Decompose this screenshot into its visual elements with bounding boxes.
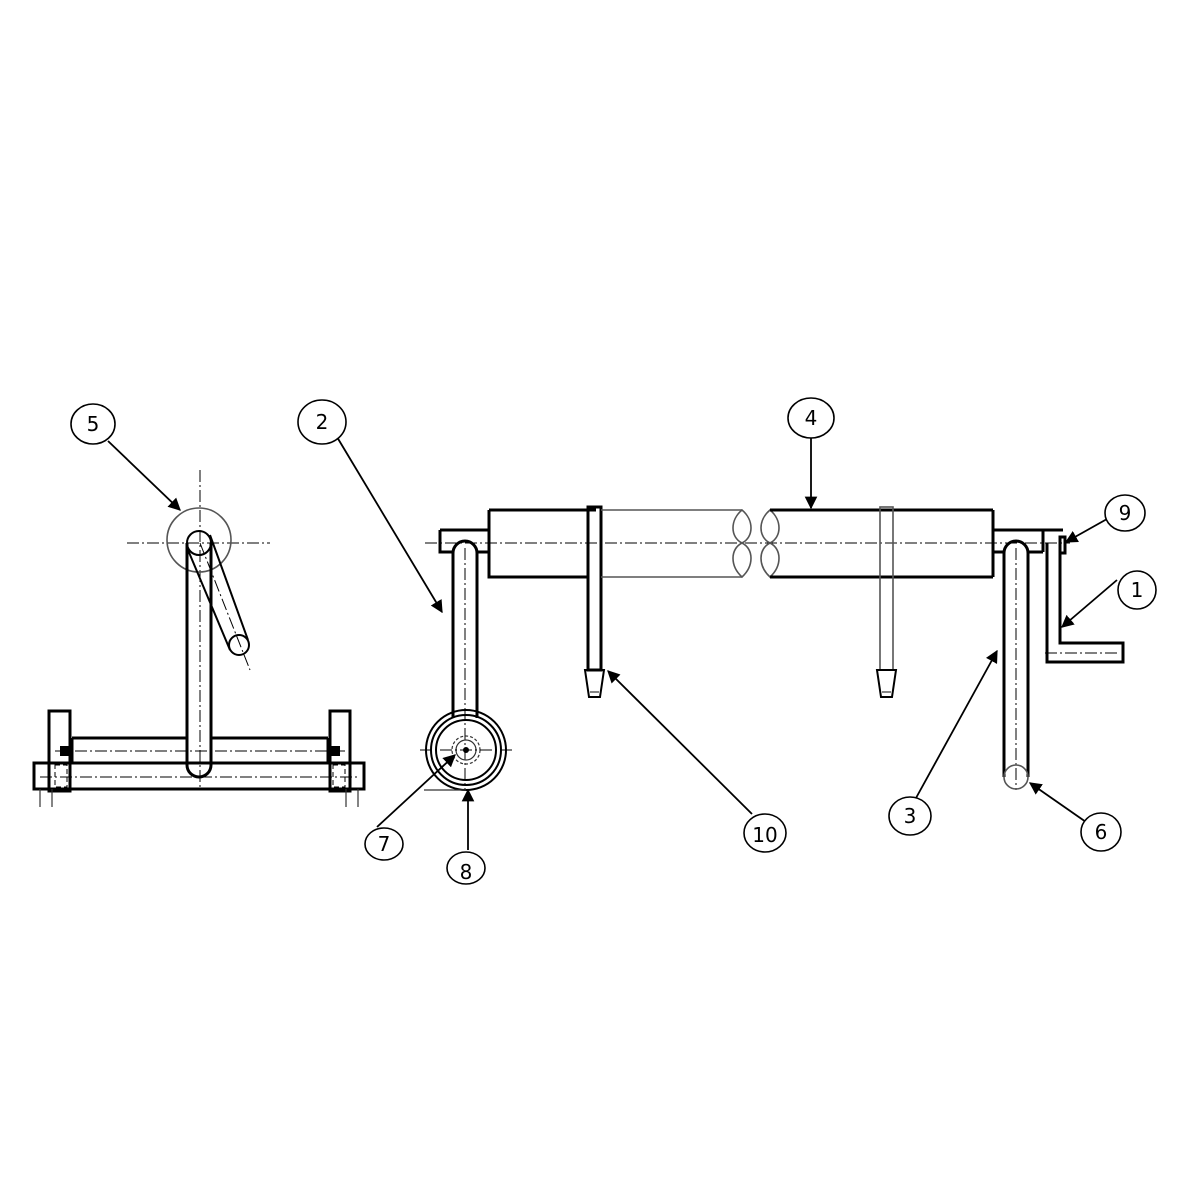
callout-6: 6	[1080, 812, 1122, 852]
vertical-post	[185, 543, 213, 779]
svg-text:2: 2	[316, 410, 329, 434]
svg-text:10: 10	[752, 823, 777, 847]
leaders	[107, 436, 1118, 850]
left-strap	[586, 505, 603, 672]
svg-text:4: 4	[805, 406, 818, 430]
svg-text:7: 7	[378, 832, 391, 856]
svg-text:9: 9	[1119, 501, 1132, 525]
right-strap	[879, 506, 894, 671]
crank-arm-edge	[187, 549, 231, 651]
crank-centerline	[199, 542, 251, 671]
svg-text:3: 3	[904, 804, 917, 828]
crank-arm-edge	[209, 534, 249, 641]
callout-9: 9	[1104, 494, 1146, 532]
callout-4: 4	[787, 397, 835, 439]
svg-text:1: 1	[1131, 578, 1144, 602]
svg-text:5: 5	[87, 412, 100, 436]
callout-2: 2	[297, 399, 347, 445]
right-t-cap	[993, 528, 1063, 554]
base-bar	[32, 761, 366, 791]
callout-8: 8	[446, 851, 486, 885]
left-strap-tip	[583, 669, 606, 698]
callout-7: 7	[364, 827, 404, 861]
crank-handle	[1045, 543, 1125, 664]
left-t-cap	[438, 528, 489, 554]
hub-disc	[166, 507, 232, 573]
leg-foot	[1003, 764, 1029, 790]
front-view	[420, 505, 1125, 791]
side-view	[32, 470, 366, 807]
svg-text:6: 6	[1095, 820, 1108, 844]
drum-left	[487, 508, 596, 579]
callout-5: 5	[70, 403, 116, 445]
callout-3: 3	[888, 796, 932, 836]
callouts: 5 2 4 9 1 7 8 10	[70, 397, 1157, 885]
right-strap-tip	[875, 669, 898, 698]
crank-end	[228, 634, 250, 656]
callout-1: 1	[1117, 570, 1157, 610]
wheel	[420, 709, 512, 791]
callout-10: 10	[743, 813, 787, 853]
svg-text:8: 8	[460, 860, 473, 884]
